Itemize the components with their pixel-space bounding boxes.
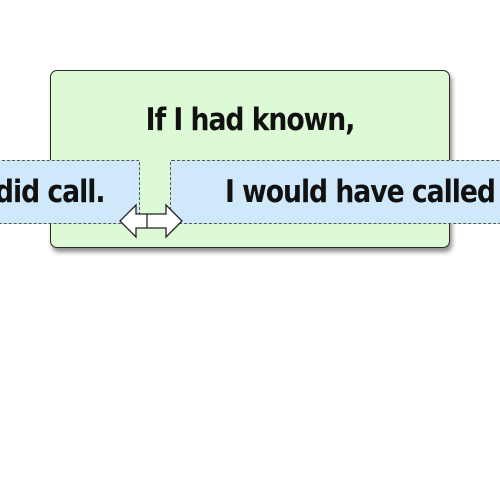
answer-tile-did-call[interactable]: did call. — [0, 160, 140, 224]
sentence-prompt: If I had known, — [145, 102, 356, 138]
answer-tile-would-have-called[interactable]: I would have called — [170, 160, 500, 224]
answer-tile-label: I would have called — [224, 174, 496, 210]
resize-horizontal-icon — [119, 203, 183, 239]
answer-tile-label: did call. — [0, 174, 105, 210]
